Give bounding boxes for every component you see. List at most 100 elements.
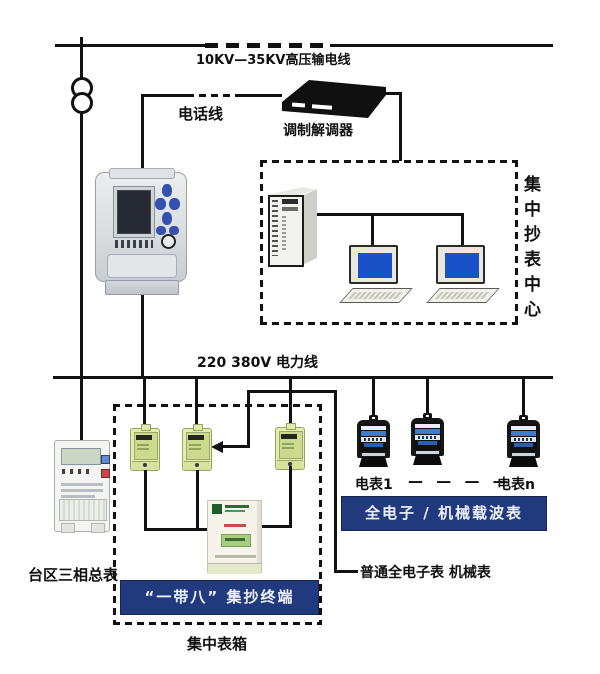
indicator-row: [115, 240, 153, 248]
terminal-shade: [257, 501, 261, 572]
terminal-red-line: [224, 524, 246, 527]
concentrator-top-tab: [109, 168, 175, 179]
terminal-block: [413, 455, 442, 465]
desktop-monitor: [349, 245, 398, 284]
meter-foot: [91, 523, 105, 533]
face-row: [415, 429, 440, 434]
server-vent: [282, 216, 286, 250]
face-row: [511, 431, 536, 436]
register-digits: [364, 438, 382, 441]
meter-display: [281, 434, 297, 439]
concentrator-uplink-line: [141, 94, 144, 168]
reading-center-box-left: [260, 160, 263, 325]
terminal-banner: “一带八” 集抄终端: [120, 580, 319, 615]
meter-box-top: [113, 404, 322, 407]
meter-foot: [61, 523, 75, 533]
lower-panel: [107, 254, 177, 278]
feeder-line: [80, 37, 83, 440]
blue-button: [101, 455, 110, 464]
meter-wire: [144, 470, 147, 531]
modem-body: [282, 80, 386, 118]
meter-n-label: 电表n: [497, 477, 535, 493]
face-row: [364, 443, 383, 447]
carrier-meter-banner: 全电子 / 机械载波表: [341, 496, 547, 531]
server-stripes: [272, 200, 278, 256]
keyboard: [426, 288, 500, 303]
meter-box-bottom: [113, 622, 322, 625]
power-line: [53, 376, 553, 379]
keyboard-keys: [347, 292, 405, 299]
drop-line: [195, 376, 198, 429]
power-line-label: 220 380V 电力线: [197, 355, 319, 371]
meter-display: [188, 435, 204, 440]
meter-tab: [193, 424, 203, 431]
meter-box-right: [319, 404, 322, 625]
register-digits: [418, 436, 436, 439]
meter-face: [414, 422, 441, 450]
branch-line: [334, 390, 337, 573]
server-side: [302, 189, 317, 265]
band-text-line: [225, 538, 245, 541]
phone-line-label: 电话线: [178, 105, 224, 123]
terminal-base: [208, 563, 261, 574]
terminal-block: [509, 457, 538, 467]
branch-line: [222, 445, 250, 448]
face-row: [361, 426, 386, 430]
terminal-cover: [59, 499, 107, 521]
meter-tab-hole: [372, 417, 375, 419]
face-row: [415, 424, 440, 428]
label-line: [61, 489, 103, 492]
drop-line: [372, 376, 375, 421]
meter-seal: [288, 462, 292, 466]
label-line: [61, 483, 103, 486]
meter-marks: [137, 444, 149, 452]
desktop-monitor: [436, 245, 485, 284]
mount-bracket: [105, 280, 179, 295]
meter-ellipsis: — — — —: [408, 472, 512, 490]
electric-meter-yellow: [130, 424, 160, 471]
phone-line-seg: [240, 94, 282, 97]
phone-line-dashed: [187, 94, 240, 97]
three-phase-master-meter: [54, 440, 110, 533]
meter-seal: [143, 463, 147, 467]
face-row: [361, 437, 386, 442]
terminal-badge: [212, 504, 252, 515]
hv-line-left: [55, 44, 205, 47]
drop-line: [426, 376, 429, 419]
meter-seal: [195, 463, 199, 467]
meter-wire: [260, 525, 292, 528]
register-digits: [514, 438, 532, 441]
meter-wire: [196, 470, 199, 531]
nav-left-button: [155, 198, 166, 210]
meter-marks: [189, 444, 201, 452]
server-bay: [282, 199, 298, 204]
meter-lcd: [61, 448, 101, 465]
master-meter-label: 台区三相总表: [28, 566, 119, 584]
lan-drop-line: [461, 213, 464, 247]
collector-terminal-device: [207, 500, 262, 574]
drop-line: [289, 376, 292, 428]
terminal-green-band: [221, 534, 251, 547]
arrow-icon: [211, 441, 223, 453]
face-row: [514, 443, 533, 447]
reading-center-box-right: [515, 160, 518, 325]
concentrator-screen: [117, 190, 151, 234]
branch-line: [247, 390, 250, 447]
modem-center-line: [399, 92, 402, 161]
face-row: [361, 431, 386, 436]
hv-line-right: [330, 44, 553, 47]
keyboard: [339, 288, 413, 303]
keyboard-keys: [434, 292, 492, 299]
red-button: [101, 469, 110, 478]
branch-line: [334, 570, 358, 573]
hv-line-label: 10KV—35KV高压输电线: [196, 53, 351, 68]
electric-meter-black: [357, 415, 390, 467]
concentrator-device: [95, 168, 187, 295]
modem-device: [276, 74, 392, 122]
meter-face: [360, 424, 387, 452]
meter-band: [416, 451, 439, 454]
drop-line: [522, 376, 525, 421]
terminal-block: [359, 457, 388, 467]
server-tower: [268, 186, 318, 268]
badge-line: [225, 505, 249, 508]
